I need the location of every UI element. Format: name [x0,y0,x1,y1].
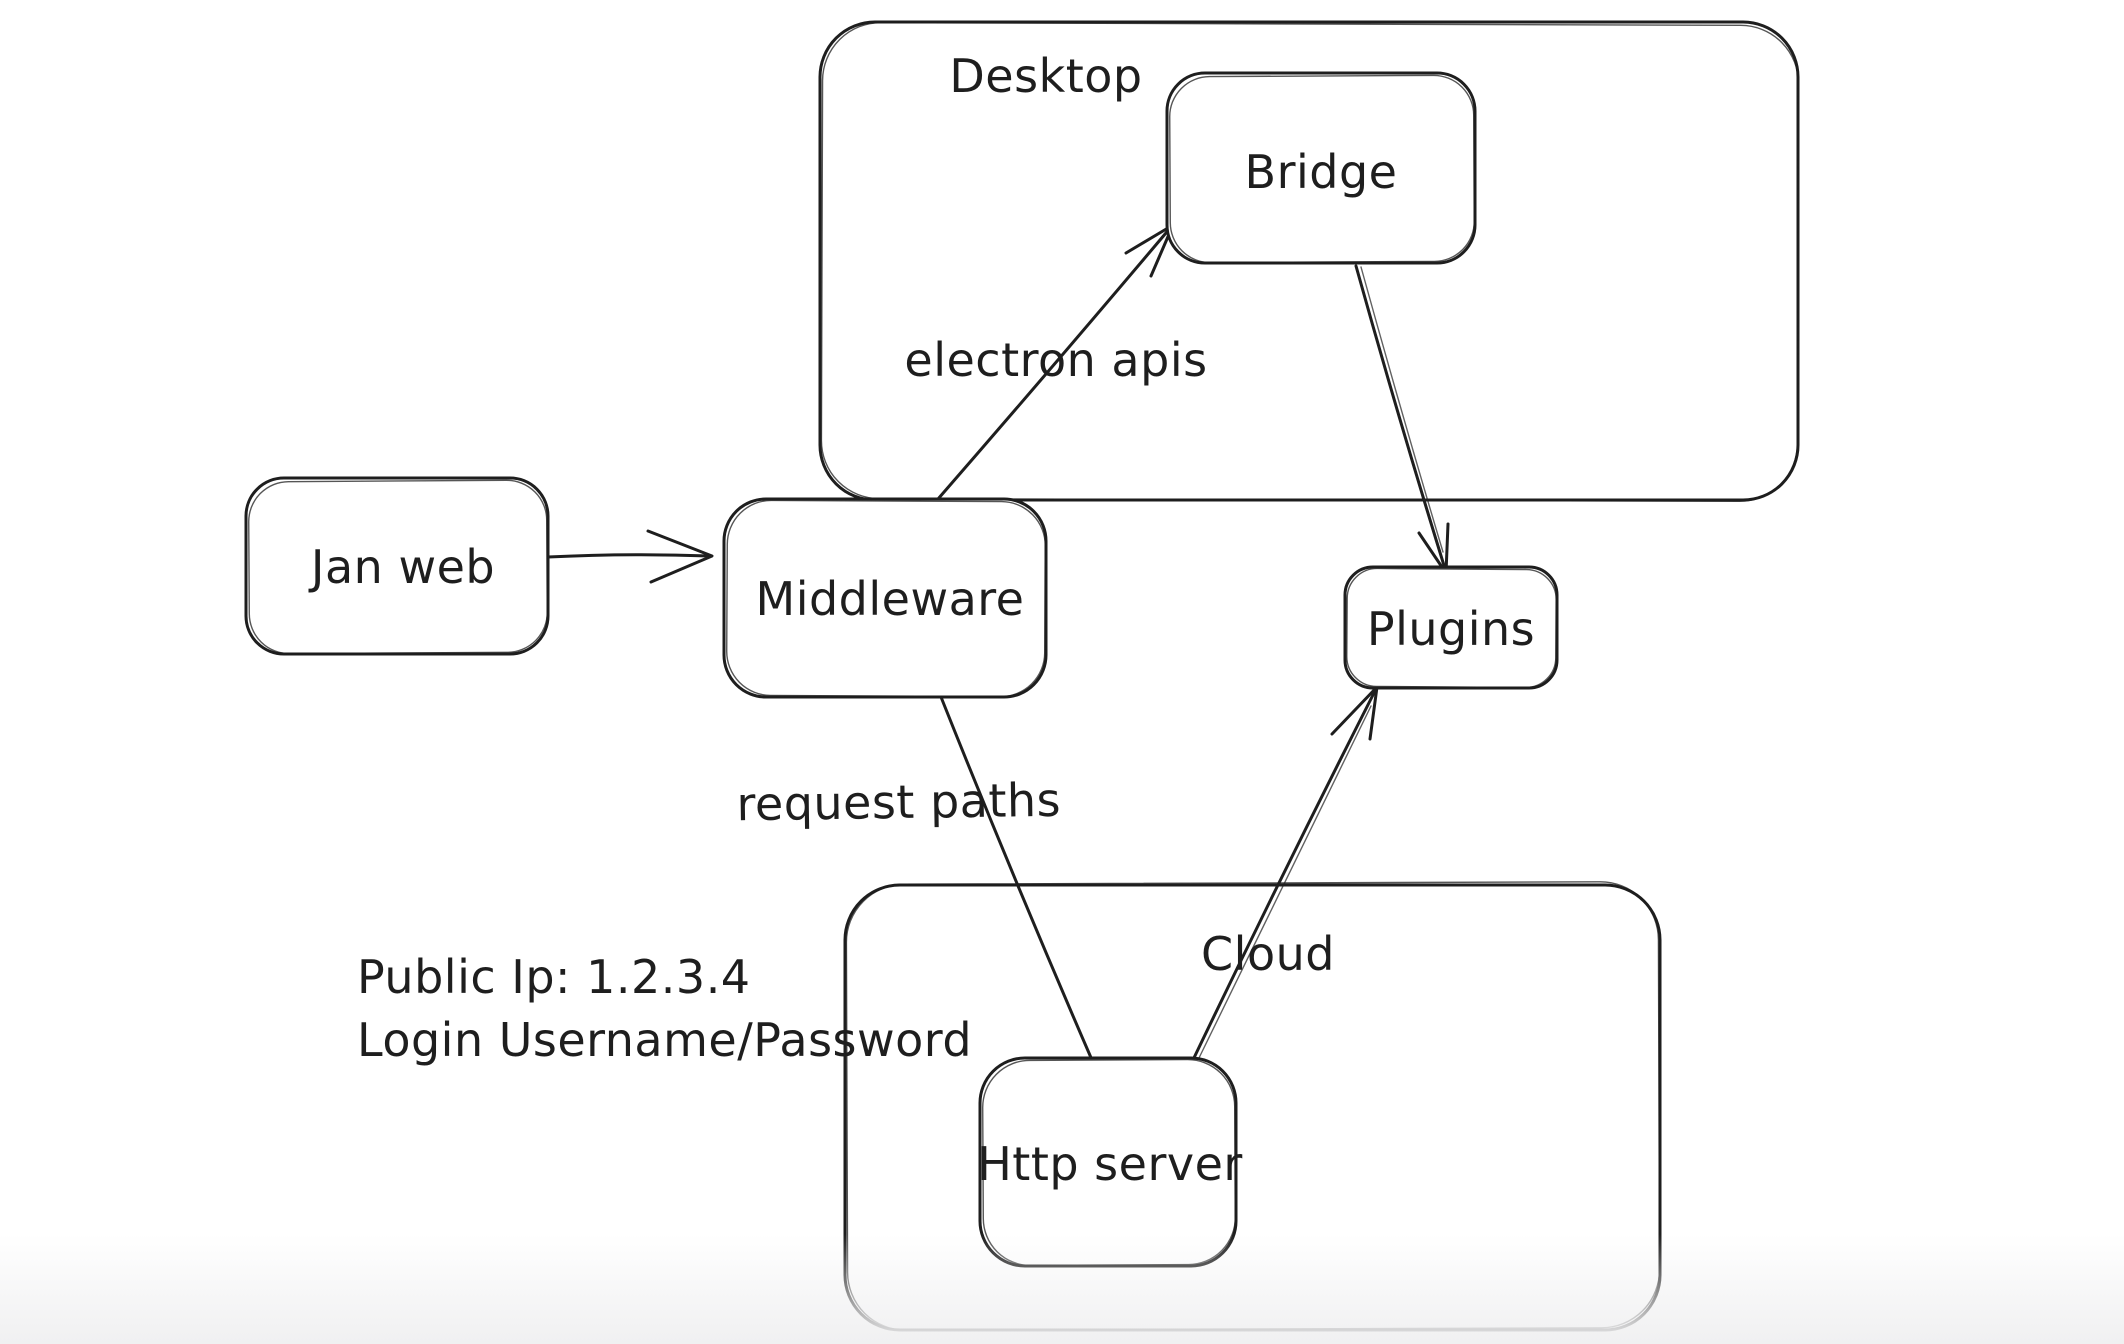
node-plugins-label: Plugins [1367,602,1535,656]
edge-middleware-httpserver [939,695,1094,1062]
node-http-server: Http server [977,1056,1243,1268]
node-http-server-label: Http server [977,1137,1243,1191]
node-plugins-rect [1343,565,1559,690]
node-bridge-label: Bridge [1245,145,1398,199]
node-jan-web-rect-sketch [248,479,548,655]
node-bridge-rect [1165,71,1477,265]
annotation-credentials: Public Ip: 1.2.3.4 Login Username/Passwo… [357,950,972,1067]
edge-middleware-httpserver-line [939,695,1094,1062]
container-desktop-label: Desktop [949,49,1142,103]
node-plugins-rect-sketch [1346,567,1557,689]
edge-httpserver-plugins-line [1190,687,1378,1064]
node-bridge: Bridge [1165,71,1477,265]
node-middleware-label: Middleware [756,572,1025,626]
node-middleware: Middleware [722,497,1048,699]
node-middleware-rect [722,497,1048,699]
edge-httpserver-plugins-line-sketch [1197,705,1372,1061]
edge-janweb-middleware [546,529,714,584]
node-bridge-rect-sketch [1169,74,1475,264]
node-plugins: Plugins [1343,565,1559,690]
node-jan-web: Jan web [244,476,550,656]
edge-label-request-paths: request paths [736,773,1061,832]
edge-label-electron-apis: electron apis [904,333,1207,387]
edge-janweb-middleware-arrowhead [646,529,714,584]
annotation-public-ip: Public Ip: 1.2.3.4 [357,950,751,1004]
edge-janweb-middleware-line [546,553,712,559]
node-middleware-rect-sketch [726,499,1046,698]
container-cloud-label: Cloud [1201,927,1335,981]
edge-bridge-plugins-line [1354,264,1448,574]
edge-middleware-bridge-line [936,225,1173,501]
container-desktop-rect-sketch [820,21,1800,503]
node-jan-web-rect [244,476,550,656]
annotation-login: Login Username/Password [357,1013,972,1067]
node-jan-web-label: Jan web [308,540,495,594]
edge-bridge-plugins-line-sketch [1360,266,1444,553]
